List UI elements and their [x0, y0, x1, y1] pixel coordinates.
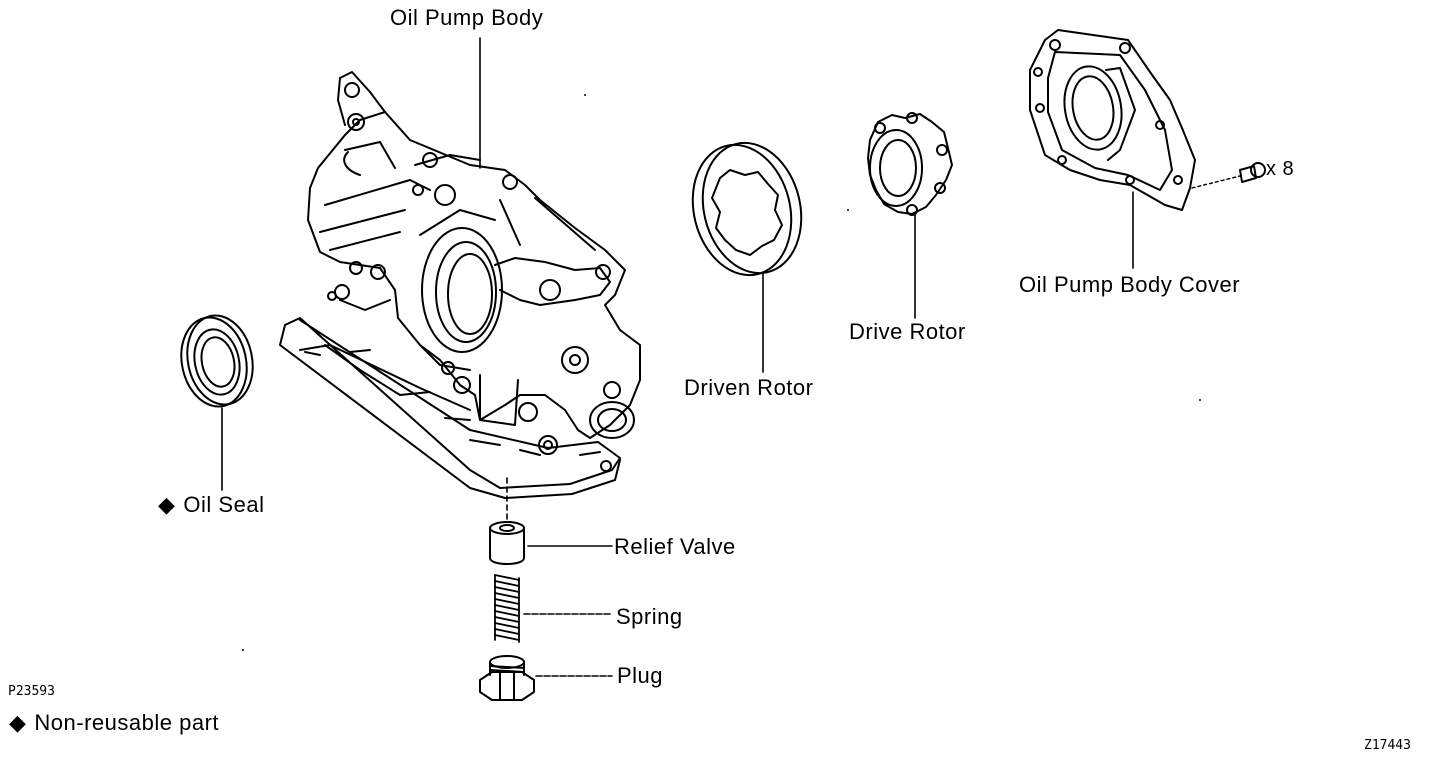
- spring-drawing: [494, 574, 520, 643]
- oil-seal-label: Oil Seal: [183, 492, 265, 517]
- driven-rotor-drawing: [691, 141, 803, 277]
- diamond-icon: ◆: [158, 492, 176, 517]
- figure-code-right: Z17443: [1364, 738, 1411, 753]
- oil-pump-body-drawing: [279, 71, 641, 499]
- oil-seal-drawing: [180, 314, 254, 408]
- figure-code-left: P23593: [8, 684, 55, 699]
- spring-label: Spring: [616, 604, 683, 629]
- legend-text: Non-reusable part: [34, 710, 220, 735]
- cover-screw-drawing: [1191, 162, 1266, 189]
- legend: ◆ Non-reusable part: [9, 711, 219, 735]
- relief-valve-label: Relief Valve: [614, 534, 736, 559]
- oil-pump-body-cover-label: Oil Pump Body Cover: [1019, 272, 1241, 297]
- diamond-icon: ◆: [9, 710, 27, 735]
- bolt-count-label: x 8: [1266, 158, 1295, 180]
- drive-rotor-label: Drive Rotor: [849, 319, 966, 344]
- plug-drawing: [479, 655, 535, 701]
- drive-rotor-drawing: [867, 112, 953, 216]
- plug-label: Plug: [617, 663, 664, 688]
- oil-pump-body-cover-drawing: [1029, 29, 1196, 211]
- oil-seal-label-group: ◆ Oil Seal: [158, 493, 264, 517]
- driven-rotor-label: Driven Rotor: [684, 375, 814, 400]
- scan-speckles: [242, 94, 1201, 651]
- relief-valve-drawing: [489, 521, 525, 565]
- oil-pump-body-label: Oil Pump Body: [390, 5, 544, 30]
